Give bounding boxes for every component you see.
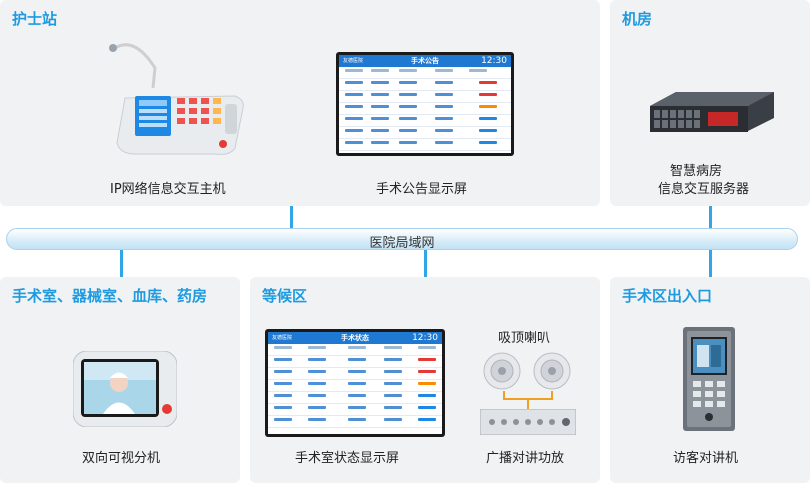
machine-room-title: 机房 (622, 10, 653, 28)
visitor-intercom-device (683, 327, 735, 431)
surgery-notice-screen: 友德医院 手术公告 12:30 (336, 52, 514, 156)
notice-heading: 手术公告 (411, 57, 439, 65)
video-extension-caption: 双向可视分机 (82, 451, 161, 466)
speaker-label: 吸顶喇叭 (498, 331, 551, 346)
ip-host-caption: IP网络信息交互主机 (110, 182, 226, 197)
visitor-intercom-caption: 访客对讲机 (673, 451, 739, 466)
connector-entrance (709, 250, 712, 277)
notice-row (339, 67, 511, 79)
surgery-status-screen: 友德医院 手术状态 12:30 (265, 329, 445, 437)
video-extension-device (72, 350, 178, 428)
server-caption-line1: 智慧病房 (670, 164, 723, 179)
waiting-area-panel: 等候区 友德医院 手术状态 12:30 手术室状态显示屏 吸顶喇叭 (250, 277, 600, 483)
notice-row (339, 91, 511, 103)
status-row (268, 344, 442, 356)
notice-row (339, 103, 511, 115)
hospital-lan-bus: 医院局域网 (6, 228, 798, 251)
entrance-panel: 手术区出入口 访客对讲机 (610, 277, 810, 483)
speaker-icon (482, 351, 578, 391)
notice-row (339, 115, 511, 127)
waiting-area-title: 等候区 (262, 287, 308, 305)
connector-nurse-notice (290, 206, 293, 228)
operating-room-title: 手术室、器械室、血库、药房 (12, 287, 208, 305)
operating-room-panel: 手术室、器械室、血库、药房 双向可视分机 (0, 277, 240, 483)
status-clock: 12:30 (412, 333, 438, 343)
notice-row (339, 79, 511, 91)
surgery-notice-caption: 手术公告显示屏 (376, 182, 468, 197)
status-hospital-name: 友德医院 (272, 335, 293, 341)
notice-row (339, 139, 511, 151)
machine-room-panel: 机房 智慧病房 信息交互服务器 (610, 0, 810, 206)
status-row (268, 380, 442, 392)
connector-operating-room (120, 250, 123, 277)
notice-hospital-name: 友德医院 (343, 58, 364, 64)
status-row (268, 416, 442, 428)
status-row (268, 356, 442, 368)
status-row (268, 392, 442, 404)
surgery-status-caption: 手术室状态显示屏 (295, 451, 400, 466)
nurse-station-panel: 护士站 IP网络信息交互主机 友德 (0, 0, 600, 206)
status-row (268, 404, 442, 416)
entrance-title: 手术区出入口 (622, 287, 713, 305)
connector-machine-room (709, 206, 712, 228)
status-heading: 手术状态 (341, 334, 369, 342)
connector-waiting-area (424, 250, 427, 277)
server-caption-line2: 信息交互服务器 (658, 182, 750, 197)
notice-clock: 12:30 (481, 56, 507, 66)
hospital-lan-label: 医院局域网 (369, 236, 435, 251)
speaker-wiring (502, 391, 554, 409)
status-row (268, 368, 442, 380)
notice-row (339, 127, 511, 139)
ip-host-device (95, 38, 250, 158)
nurse-station-title: 护士站 (12, 10, 58, 28)
server-device (646, 88, 776, 134)
amplifier-caption: 广播对讲功放 (486, 451, 565, 466)
amplifier-device (479, 408, 577, 436)
